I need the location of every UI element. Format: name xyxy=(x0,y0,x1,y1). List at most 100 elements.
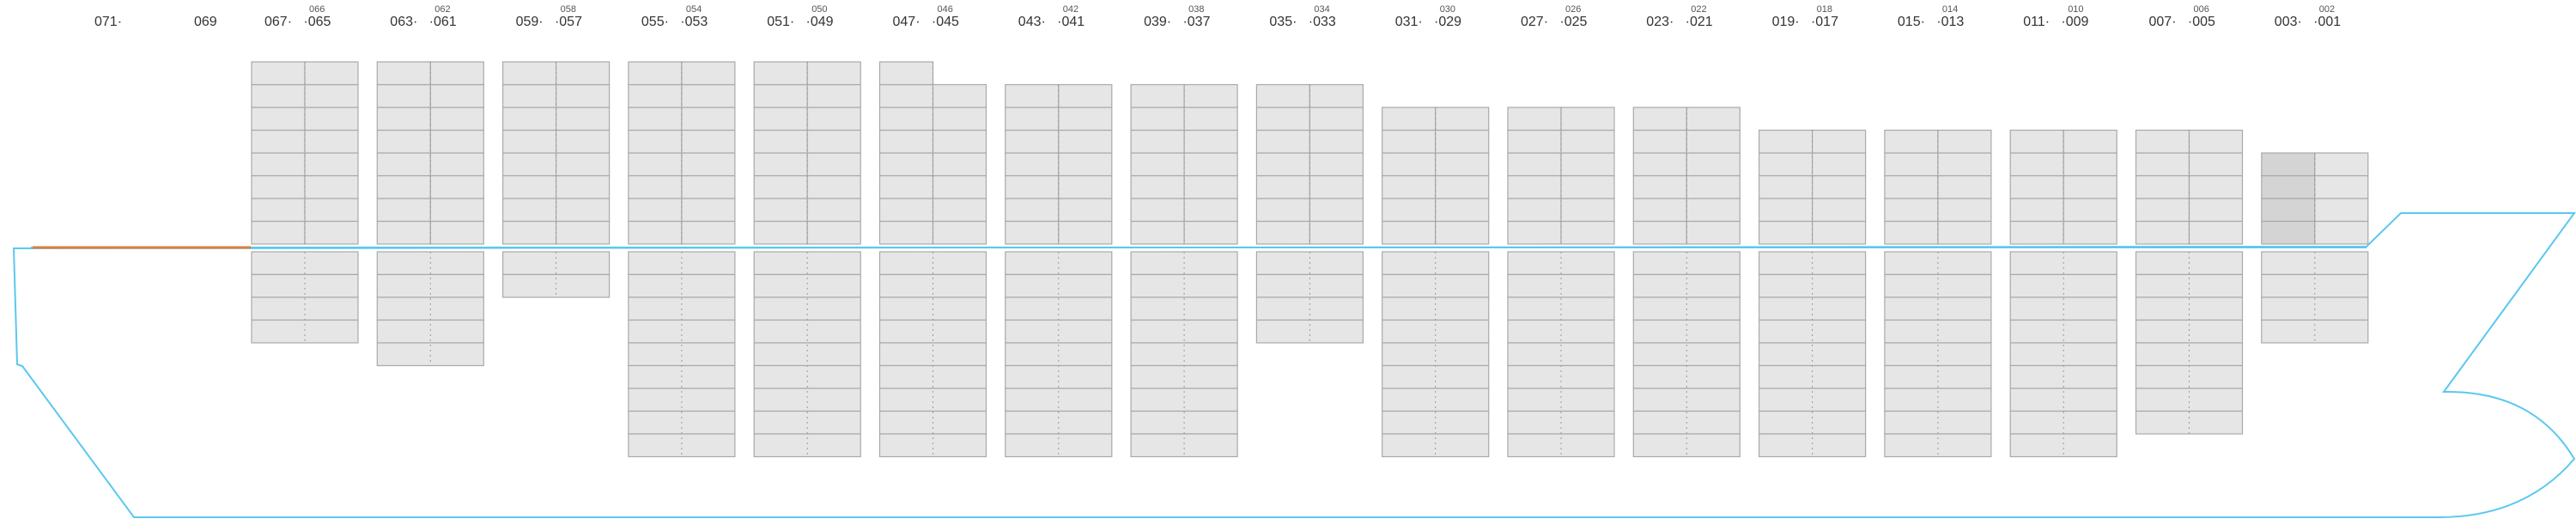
deck-slot-right[interactable] xyxy=(304,198,359,223)
deck-slot-right[interactable] xyxy=(681,83,736,108)
deck-slot-right[interactable] xyxy=(555,129,611,154)
deck-slot-left[interactable] xyxy=(251,174,306,199)
deck-slot-right[interactable] xyxy=(1435,107,1490,131)
deck-slot-left[interactable] xyxy=(1759,198,1814,223)
hold-slot[interactable] xyxy=(2135,342,2244,367)
deck-slot-right[interactable] xyxy=(932,83,987,108)
deck-slot-left[interactable] xyxy=(1255,152,1311,177)
deck-slot-left[interactable] xyxy=(2009,198,2064,223)
deck-slot-left[interactable] xyxy=(376,83,431,108)
deck-slot-left[interactable] xyxy=(878,83,934,108)
deck-slot-right[interactable] xyxy=(1686,152,1741,177)
hold-slot[interactable] xyxy=(1005,342,1113,367)
deck-slot-left[interactable] xyxy=(1005,220,1060,245)
deck-slot-right[interactable] xyxy=(429,129,484,154)
deck-slot-left[interactable] xyxy=(1255,220,1311,245)
deck-slot-right[interactable] xyxy=(681,107,736,131)
deck-slot-right[interactable] xyxy=(1183,129,1238,154)
deck-slot-left[interactable] xyxy=(753,61,808,86)
deck-slot-right[interactable] xyxy=(1309,129,1364,154)
deck-slot-left[interactable] xyxy=(753,107,808,131)
deck-slot-left[interactable] xyxy=(1632,129,1687,154)
deck-slot-right[interactable] xyxy=(1812,152,1867,177)
deck-slot-right[interactable] xyxy=(1309,174,1364,199)
deck-slot-left[interactable] xyxy=(501,61,557,86)
deck-slot-left[interactable] xyxy=(2261,152,2316,177)
deck-slot-right[interactable] xyxy=(806,61,861,86)
deck-slot-left[interactable] xyxy=(628,83,683,108)
hold-slot[interactable] xyxy=(1884,342,1992,367)
deck-slot-right[interactable] xyxy=(1058,220,1113,245)
deck-slot-left[interactable] xyxy=(251,129,306,154)
hold-slot[interactable] xyxy=(2261,319,2369,344)
hold-slot[interactable] xyxy=(753,342,861,367)
deck-slot-left[interactable] xyxy=(2135,129,2190,154)
deck-slot-left[interactable] xyxy=(1632,198,1687,223)
hold-slot[interactable] xyxy=(628,342,736,367)
deck-slot-right[interactable] xyxy=(2188,152,2244,177)
deck-slot-right[interactable] xyxy=(1686,129,1741,154)
deck-slot-left[interactable] xyxy=(1632,174,1687,199)
deck-slot-left[interactable] xyxy=(1005,107,1060,131)
deck-slot-left[interactable] xyxy=(2009,220,2064,245)
deck-slot-left[interactable] xyxy=(1130,198,1185,223)
deck-slot-right[interactable] xyxy=(1058,174,1113,199)
hold-slot[interactable] xyxy=(376,342,484,367)
deck-slot-right[interactable] xyxy=(1435,174,1490,199)
deck-slot-right[interactable] xyxy=(1183,174,1238,199)
deck-slot-right[interactable] xyxy=(1812,198,1867,223)
deck-slot-right[interactable] xyxy=(1183,83,1238,108)
deck-slot-left[interactable] xyxy=(376,152,431,177)
deck-slot-left[interactable] xyxy=(1759,174,1814,199)
deck-slot-left[interactable] xyxy=(878,61,934,86)
deck-slot-right[interactable] xyxy=(1058,198,1113,223)
deck-slot-left[interactable] xyxy=(1507,220,1562,245)
deck-slot-left[interactable] xyxy=(628,61,683,86)
deck-slot-left[interactable] xyxy=(1507,107,1562,131)
hold-slot[interactable] xyxy=(1759,342,1867,367)
deck-slot-left[interactable] xyxy=(628,220,683,245)
deck-slot-left[interactable] xyxy=(1130,174,1185,199)
deck-slot-right[interactable] xyxy=(1937,129,1992,154)
hold-slot[interactable] xyxy=(2009,342,2117,367)
hold-slot[interactable] xyxy=(1884,319,1992,344)
deck-slot-right[interactable] xyxy=(2188,129,2244,154)
deck-slot-right[interactable] xyxy=(1812,220,1867,245)
deck-slot-right[interactable] xyxy=(1309,152,1364,177)
deck-slot-right[interactable] xyxy=(1183,220,1238,245)
deck-slot-right[interactable] xyxy=(681,129,736,154)
deck-slot-right[interactable] xyxy=(932,220,987,245)
deck-slot-right[interactable] xyxy=(429,220,484,245)
deck-slot-right[interactable] xyxy=(806,107,861,131)
deck-slot-right[interactable] xyxy=(806,220,861,245)
deck-slot-right[interactable] xyxy=(806,83,861,108)
deck-slot-right[interactable] xyxy=(932,152,987,177)
deck-slot-right[interactable] xyxy=(429,107,484,131)
deck-slot-left[interactable] xyxy=(1255,198,1311,223)
deck-slot-left[interactable] xyxy=(1005,174,1060,199)
deck-slot-right[interactable] xyxy=(304,220,359,245)
deck-slot-right[interactable] xyxy=(304,107,359,131)
hold-slot[interactable] xyxy=(1759,410,1867,435)
deck-slot-left[interactable] xyxy=(878,198,934,223)
deck-slot-right[interactable] xyxy=(1560,198,1615,223)
deck-slot-right[interactable] xyxy=(1937,174,1992,199)
deck-slot-left[interactable] xyxy=(1130,107,1185,131)
deck-slot-right[interactable] xyxy=(555,61,611,86)
deck-slot-left[interactable] xyxy=(628,174,683,199)
hold-slot[interactable] xyxy=(628,319,736,344)
deck-slot-right[interactable] xyxy=(1058,129,1113,154)
deck-slot-left[interactable] xyxy=(1884,152,1939,177)
deck-slot-right[interactable] xyxy=(1435,198,1490,223)
deck-slot-left[interactable] xyxy=(501,174,557,199)
hold-slot[interactable] xyxy=(2009,319,2117,344)
deck-slot-right[interactable] xyxy=(1309,107,1364,131)
hold-slot[interactable] xyxy=(2135,319,2244,344)
deck-slot-right[interactable] xyxy=(2314,174,2369,199)
deck-slot-left[interactable] xyxy=(1382,220,1437,245)
deck-slot-right[interactable] xyxy=(2314,152,2369,177)
deck-slot-right[interactable] xyxy=(304,61,359,86)
deck-slot-right[interactable] xyxy=(429,198,484,223)
deck-slot-right[interactable] xyxy=(555,174,611,199)
deck-slot-right[interactable] xyxy=(555,152,611,177)
